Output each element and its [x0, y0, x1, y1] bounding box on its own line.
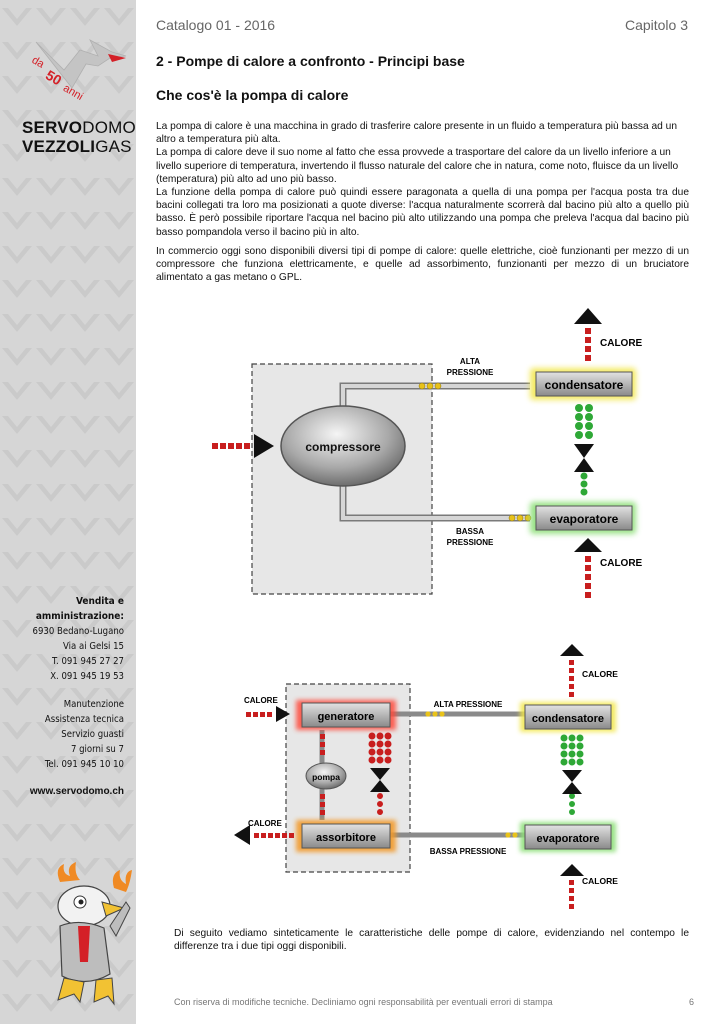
calore-in-label: CALORE — [244, 696, 278, 705]
calore-bottom-label: CALORE — [600, 558, 643, 569]
brand-domo: DOMO — [82, 118, 136, 137]
service-phone: Tel. 091 945 10 10 — [44, 759, 124, 770]
brand-name: SERVODOMO VEZZOLIGAS — [22, 118, 136, 156]
pompa-label: pompa — [312, 772, 340, 782]
sales-address: 6930 Bedano-Lugano — [32, 626, 124, 637]
section-title: 2 - Pompe di calore a confronto - Princi… — [156, 53, 465, 69]
condensatore-label: condensatore — [545, 378, 624, 392]
condensatore2-label: condensatore — [532, 713, 604, 725]
generatore-label: generatore — [318, 711, 375, 723]
sales-fax: X. 091 945 19 53 — [50, 671, 124, 682]
assorbitore-label: assorbitore — [316, 832, 376, 844]
paragraph-2: La pompa di calore deve il suo nome al f… — [156, 147, 679, 185]
logo-badge-prefix: da — [30, 54, 47, 71]
bassa-pressione-label: BASSA PRESSIONE — [430, 847, 507, 856]
service-contact: Manutenzione Assistenza tecnica Servizio… — [45, 697, 124, 772]
alta-label-1: ALTA — [460, 357, 480, 366]
service-line-3: Servizio guasti — [61, 729, 124, 740]
intro-text: La pompa di calore è una macchina in gra… — [156, 120, 689, 239]
calore-bottom2-label: CALORE — [582, 876, 618, 886]
service-line-2: Assistenza tecnica — [44, 714, 124, 725]
closing-paragraph: Di seguito vediamo sinteticamente le car… — [174, 928, 689, 953]
sales-title-2: amministrazione: — [35, 611, 124, 622]
background-pattern — [0, 0, 136, 1024]
absorption-heat-pump-diagram: generatore assorbitore pompa CALORE CALO… — [234, 644, 618, 909]
paragraph-1: La pompa di calore è una macchina in gra… — [156, 121, 678, 146]
alta-pressione-label: ALTA PRESSIONE — [434, 700, 503, 709]
service-line-4: 7 giorni su 7 — [70, 744, 124, 755]
footer-disclaimer: Con riserva di modifiche tecniche. Decli… — [174, 997, 553, 1007]
website-link[interactable]: www.servodomo.ch — [29, 786, 124, 797]
sidebar: da 50 anni SERVODOMO VEZZOLIGAS Vendita … — [0, 0, 136, 1024]
sales-street: Via ai Gelsi 15 — [63, 641, 124, 652]
alta-label-2: PRESSIONE — [447, 368, 494, 377]
eagle-mascot-icon — [57, 862, 132, 1006]
page-number: 6 — [688, 997, 694, 1007]
calore-top-label: CALORE — [600, 338, 643, 349]
subtitle: Che cos'è la pompa di calore — [156, 87, 349, 103]
brand-gas: GAS — [95, 137, 132, 156]
company-logo: da 50 anni — [30, 39, 127, 103]
brand-servo: SERVO — [22, 118, 83, 137]
compressor-heat-pump-diagram: compressore ALTA PRESSIONE BASSA PRESSIO… — [212, 308, 643, 598]
chapter-label: Capitolo 3 — [624, 17, 688, 33]
calore-top2-label: CALORE — [582, 669, 618, 679]
bassa-label-1: BASSA — [456, 527, 484, 536]
logo-badge-number: 50 — [43, 67, 65, 89]
calore-out-label: CALORE — [248, 819, 282, 828]
logo-badge-suffix: anni — [61, 82, 85, 103]
evaporatore-label: evaporatore — [550, 512, 619, 526]
service-line-1: Manutenzione — [63, 699, 124, 710]
evaporatore2-label: evaporatore — [537, 833, 600, 845]
paragraph-3: La funzione della pompa di calore può qu… — [156, 187, 689, 238]
paragraph-types: In commercio oggi sono disponibili diver… — [156, 246, 689, 284]
catalog-title: Catalogo 01 - 2016 — [156, 17, 276, 33]
sales-phone: T. 091 945 27 27 — [51, 656, 124, 667]
sales-title-1: Vendita e — [75, 596, 124, 607]
sales-contact: Vendita e amministrazione: 6930 Bedano-L… — [33, 594, 124, 684]
brand-vezzoli: VEZZOLI — [22, 137, 96, 156]
compressore-label: compressore — [305, 440, 381, 454]
bassa-label-2: PRESSIONE — [447, 538, 494, 547]
